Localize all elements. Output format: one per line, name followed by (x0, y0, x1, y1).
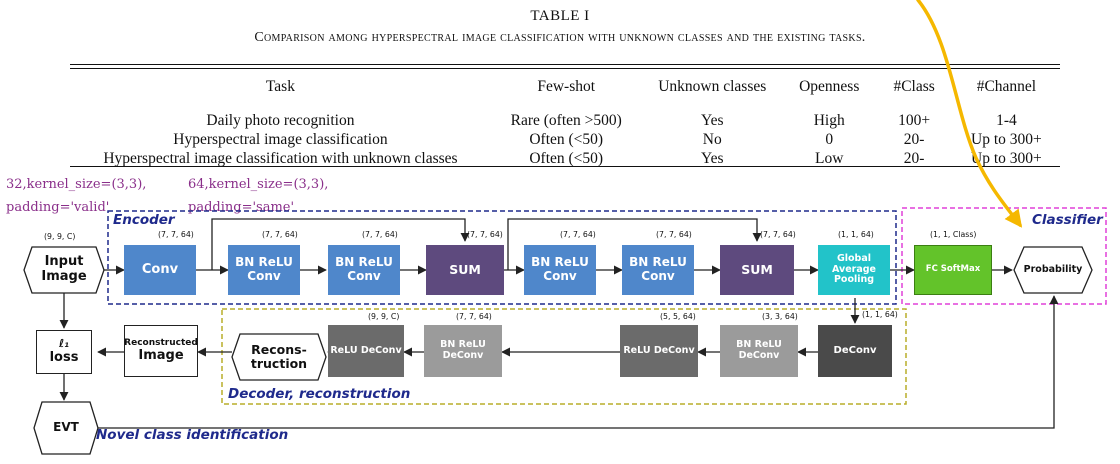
table-cell: Hyperspectral image classification (173, 131, 388, 148)
table-top-rule-2 (70, 68, 1060, 69)
dim-fc: (1, 1, Class) (930, 230, 977, 239)
table-cell: Hyperspectral image classification with … (103, 150, 458, 167)
dec-relu-deconv-block-1: ReLU DeConv (620, 325, 698, 377)
dim-input: (9, 9, C) (44, 232, 76, 241)
dim-dec-bn1: (3, 3, 64) (762, 312, 798, 321)
table-row: Hyperspectral image classification with … (70, 149, 1060, 168)
table-cell: Daily photo recognition (206, 112, 355, 129)
encoder-region (107, 210, 897, 305)
decoder-region (221, 308, 907, 405)
table-cell: 20- (903, 131, 925, 148)
dim-bn3: (7, 7, 64) (560, 230, 596, 239)
table-caption: Comparison among hyperspectral image cla… (254, 30, 866, 45)
column-header: Task (265, 78, 295, 95)
sum-block-1: SUM (426, 245, 504, 295)
table-row: Hyperspectral image classification Often… (70, 130, 1060, 149)
table-cell: Low (815, 150, 844, 167)
bn-relu-conv-block-2: BN ReLU Conv (328, 245, 400, 295)
table-top-rule (70, 64, 1060, 65)
annotation-kernel-64: 64,kernel_size=(3,3), (188, 177, 329, 192)
reconstructed-image-box: Reconstructed Image (124, 325, 198, 377)
reconstruction-hexagon (231, 333, 327, 381)
dim-bn1: (7, 7, 64) (262, 230, 298, 239)
dim-sum2: (7, 7, 64) (760, 230, 796, 239)
table-bottom-rule (70, 166, 1060, 167)
l1-loss-box: ℓ₁ loss (36, 330, 92, 374)
reconstructed-label: Reconstructed (124, 338, 198, 349)
global-average-pooling-block: Global Average Pooling (818, 245, 890, 295)
table-cell: 0 (825, 131, 834, 148)
annotation-kernel-32: 32,kernel_size=(3,3), (6, 177, 147, 192)
dim-dec-relu2: (9, 9, C) (368, 312, 400, 321)
input-image-label: Input Image (41, 254, 87, 284)
bn-relu-conv-block-1: BN ReLU Conv (228, 245, 300, 295)
dec-relu-deconv-block-2: ReLU DeConv (328, 325, 404, 377)
dim-conv: (7, 7, 64) (158, 230, 194, 239)
column-header: #Class (893, 78, 935, 95)
highlighter-stroke (916, 0, 1023, 228)
table-number: TABLE I (530, 8, 590, 24)
annotation-padding-valid: padding='valid' (6, 200, 110, 215)
table-cell: 20- (903, 150, 925, 167)
table-cell: Often (<50) (529, 150, 604, 167)
loss-label: loss (49, 349, 79, 365)
comparison-table: Task Few-shot Unknown classes Openness #… (70, 76, 1060, 168)
bn-relu-conv-block-3: BN ReLU Conv (524, 245, 596, 295)
evt-hexagon (33, 401, 99, 455)
classifier-label: Classifier (1032, 212, 1103, 228)
dim-gap: (1, 1, 64) (838, 230, 874, 239)
deconv-block: DeConv (818, 325, 892, 377)
table-cell: 1-4 (996, 112, 1017, 129)
table-cell: Up to 300+ (971, 150, 1042, 167)
column-header: Few-shot (537, 78, 596, 95)
encoder-label: Encoder (113, 212, 175, 228)
image-label: Image (138, 347, 184, 363)
input-image-hexagon (23, 246, 105, 294)
table-cell: 100+ (898, 112, 931, 129)
dim-sum1: (7, 7, 64) (467, 230, 503, 239)
table-cell: Rare (often >500) (510, 112, 622, 129)
column-header: Openness (799, 78, 860, 95)
bn-relu-conv-block-4: BN ReLU Conv (622, 245, 694, 295)
table-header-row: Task Few-shot Unknown classes Openness #… (70, 76, 1060, 102)
table-row: Daily photo recognition Rare (often >500… (70, 102, 1060, 130)
classifier-region (901, 207, 1107, 305)
dim-deconv: (1, 1, 64) (862, 310, 898, 319)
dec-bn-relu-deconv-block-1: BN ReLU DeConv (720, 325, 798, 377)
table-cell: Up to 300+ (971, 131, 1042, 148)
dim-bn4: (7, 7, 64) (656, 230, 692, 239)
sum-block-2: SUM (720, 245, 794, 295)
dim-dec-bn2: (7, 7, 64) (456, 312, 492, 321)
evt-label: EVT (53, 420, 79, 435)
table-cell: High (813, 112, 845, 129)
probability-label: Probability (1023, 263, 1083, 275)
fc-softmax-block: FC SoftMax (914, 245, 992, 295)
l1-symbol: ℓ₁ (58, 337, 69, 351)
reconstruction-label: Recons- truction (250, 341, 308, 371)
column-header: Unknown classes (658, 78, 767, 95)
table-cell: Yes (700, 112, 724, 129)
probability-hexagon (1013, 246, 1093, 294)
dim-bn2: (7, 7, 64) (362, 230, 398, 239)
table-cell: Often (<50) (529, 131, 604, 148)
column-header: #Channel (976, 78, 1037, 95)
dim-dec-relu1: (5, 5, 64) (660, 312, 696, 321)
table-cell: No (702, 131, 722, 148)
table-cell: Yes (700, 150, 724, 167)
conv-block: Conv (124, 245, 196, 295)
dec-bn-relu-deconv-block-2: BN ReLU DeConv (424, 325, 502, 377)
decoder-label: Decoder, reconstruction (228, 386, 411, 402)
novel-class-label: Novel class identification (96, 427, 289, 443)
